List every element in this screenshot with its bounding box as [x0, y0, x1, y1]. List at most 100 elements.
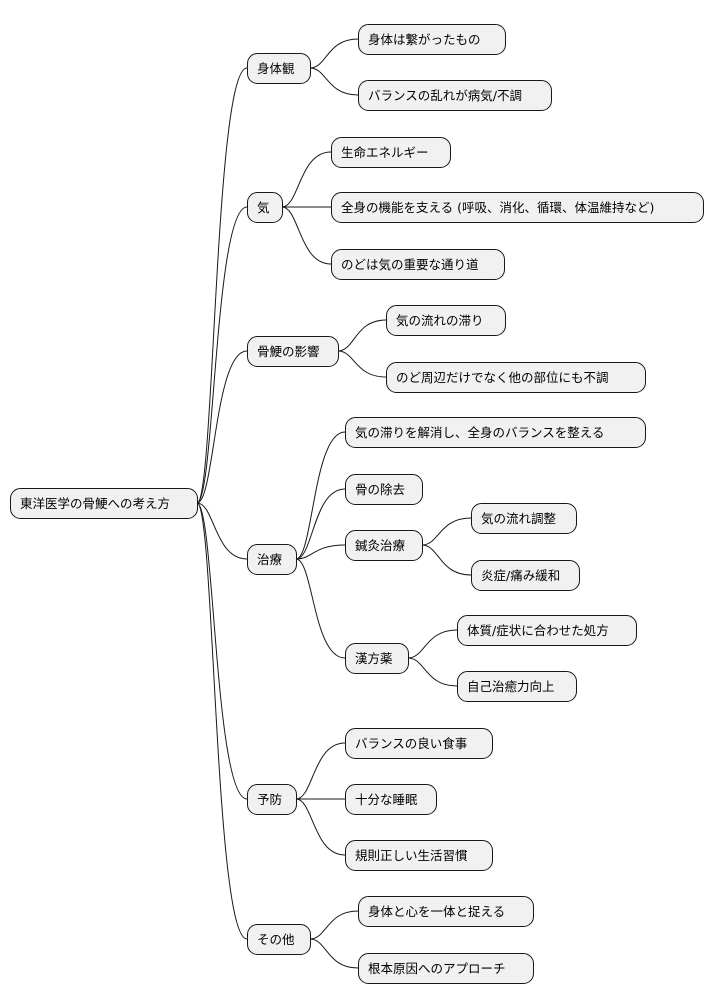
- leaf-node: のど周辺だけでなく他の部位にも不調: [386, 362, 646, 393]
- node-box: [345, 840, 493, 871]
- node-box: [457, 671, 577, 702]
- connector-line: [295, 558, 346, 659]
- connector-line: [407, 657, 458, 687]
- node-label: 身体観: [257, 61, 295, 76]
- branch-node: その他: [247, 924, 311, 955]
- connector-line: [337, 350, 387, 378]
- node-label: バランスの乱れが病気/不調: [368, 88, 522, 103]
- leaf-node: のどは気の重要な通り道: [331, 249, 505, 280]
- node-box: [386, 305, 506, 336]
- node-label: 自己治癒力向上: [467, 679, 555, 694]
- node-box: [247, 192, 283, 223]
- branch-node: 気: [247, 192, 283, 223]
- connector-line: [281, 151, 332, 208]
- leaf-node: 炎症/痛み緩和: [471, 560, 580, 591]
- leaf-node: 漢方薬: [345, 643, 409, 674]
- node-label: バランスの良い食事: [355, 736, 467, 751]
- connector-line: [196, 350, 248, 504]
- node-box: [345, 417, 646, 448]
- connector-line: [337, 319, 387, 352]
- connector-line: [196, 502, 248, 940]
- root-node: 東洋医学の骨鯁への考え方: [10, 488, 198, 519]
- leaf-node: 気の流れ調整: [471, 503, 577, 534]
- node-label: 予防: [257, 792, 282, 807]
- mindmap-edges: [196, 38, 472, 969]
- node-box: [345, 474, 423, 505]
- node-box: [345, 728, 493, 759]
- connector-line: [295, 431, 346, 560]
- connector-line: [196, 502, 248, 560]
- leaf-node: 骨の除去: [345, 474, 423, 505]
- node-label: 炎症/痛み緩和: [481, 568, 560, 583]
- node-box: [345, 784, 437, 815]
- leaf-node: 気の滞りを解消し、全身のバランスを整える: [345, 417, 646, 448]
- connector-line: [196, 206, 248, 504]
- node-box: [247, 544, 297, 575]
- leaf-node: バランスの良い食事: [345, 728, 493, 759]
- node-label: 身体は繋がったもの: [368, 32, 481, 47]
- node-label: 体質/症状に合わせた処方: [467, 623, 609, 638]
- node-box: [10, 488, 198, 519]
- connector-line: [281, 206, 332, 265]
- node-box: [331, 192, 704, 223]
- node-label: のど周辺だけでなく他の部位にも不調: [396, 370, 609, 385]
- node-label: 骨鯁の影響: [257, 344, 320, 359]
- leaf-node: 根本原因へのアプローチ: [358, 953, 534, 984]
- connector-line: [196, 502, 248, 800]
- node-box: [331, 249, 505, 280]
- node-label: 骨の除去: [355, 482, 405, 497]
- node-box: [345, 530, 423, 561]
- leaf-node: 鍼灸治療: [345, 530, 423, 561]
- node-box: [386, 362, 646, 393]
- leaf-node: 自己治癒力向上: [457, 671, 577, 702]
- leaf-node: 身体は繋がったもの: [358, 24, 506, 55]
- node-box: [358, 24, 506, 55]
- leaf-node: 十分な睡眠: [345, 784, 437, 815]
- connector-line: [309, 910, 359, 940]
- node-label: 全身の機能を支える (呼吸、消化、循環、体温維持など): [341, 200, 654, 215]
- connector-line: [295, 742, 346, 800]
- node-box: [471, 560, 580, 591]
- node-box: [457, 615, 637, 646]
- node-label: 根本原因へのアプローチ: [368, 961, 506, 976]
- branch-node: 身体観: [247, 53, 311, 84]
- node-box: [358, 896, 534, 927]
- connector-line: [295, 544, 346, 560]
- branch-node: 治療: [247, 544, 297, 575]
- leaf-node: 生命エネルギー: [331, 137, 451, 168]
- node-box: [331, 137, 451, 168]
- node-label: 鍼灸治療: [355, 538, 406, 553]
- node-label: 気の流れ調整: [481, 511, 557, 526]
- connector-line: [295, 488, 346, 560]
- node-box: [247, 784, 297, 815]
- connector-line: [407, 629, 458, 659]
- node-box: [358, 953, 534, 984]
- node-box: [471, 503, 577, 534]
- node-label: その他: [257, 932, 295, 947]
- node-box: [247, 336, 339, 367]
- branch-node: 予防: [247, 784, 297, 815]
- node-label: 規則正しい生活習慣: [355, 848, 468, 863]
- node-box: [247, 924, 311, 955]
- connector-line: [309, 38, 359, 69]
- leaf-node: 体質/症状に合わせた処方: [457, 615, 637, 646]
- leaf-node: 規則正しい生活習慣: [345, 840, 493, 871]
- node-label: 気: [257, 200, 270, 215]
- connector-line: [196, 67, 248, 504]
- connector-line: [295, 798, 346, 856]
- node-label: 東洋医学の骨鯁への考え方: [20, 496, 170, 511]
- leaf-node: バランスの乱れが病気/不調: [358, 80, 552, 111]
- node-label: 気の滞りを解消し、全身のバランスを整える: [355, 425, 604, 440]
- node-label: 気の流れの滞り: [396, 313, 484, 328]
- connector-line: [309, 67, 359, 96]
- node-box: [345, 643, 409, 674]
- node-label: 身体と心を一体と捉える: [368, 904, 505, 919]
- leaf-node: 全身の機能を支える (呼吸、消化、循環、体温維持など): [331, 192, 704, 223]
- node-box: [358, 80, 552, 111]
- connector-line: [421, 544, 472, 576]
- connector-line: [421, 517, 472, 546]
- leaf-node: 気の流れの滞り: [386, 305, 506, 336]
- node-label: 十分な睡眠: [355, 792, 418, 807]
